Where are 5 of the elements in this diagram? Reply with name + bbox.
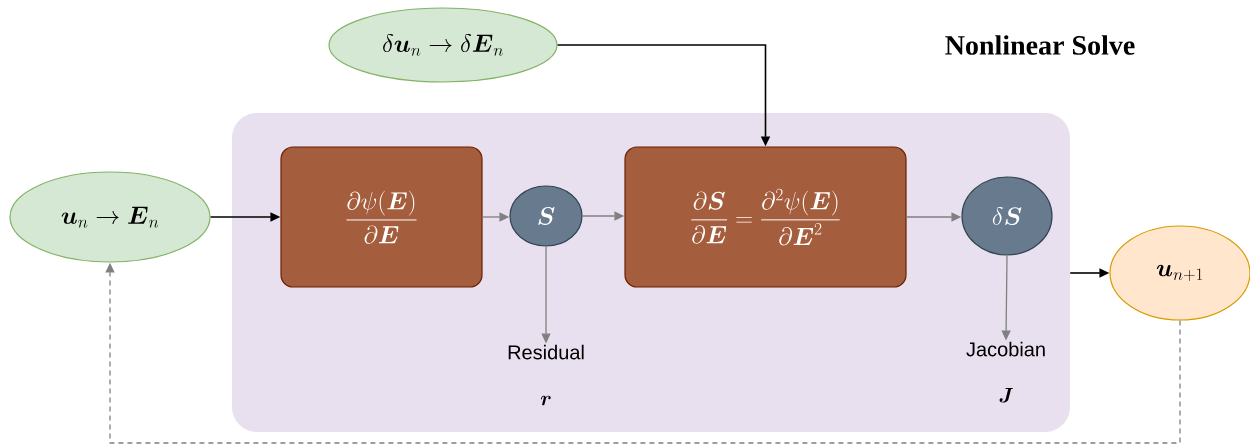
formula-box: $\frac{\partial\psi(\boldsymbol{E})}{\partial\boldsymbol{E}}$ (280, 146, 483, 288)
formula-box: $\frac{\partial\boldsymbol{S}}{\partial\boldsymbol{E}} = \frac{\partial^2\psi(\boldsymbol{E})}{\partial\boldsymbol{E}^2}$ (624, 146, 907, 288)
output-label: Residual $\boldsymbol{r}$ (508, 344, 584, 406)
output-label: Jacobian $\boldsymbol{J}$ (966, 341, 1045, 403)
title: Nonlinear Solve (945, 35, 1135, 55)
